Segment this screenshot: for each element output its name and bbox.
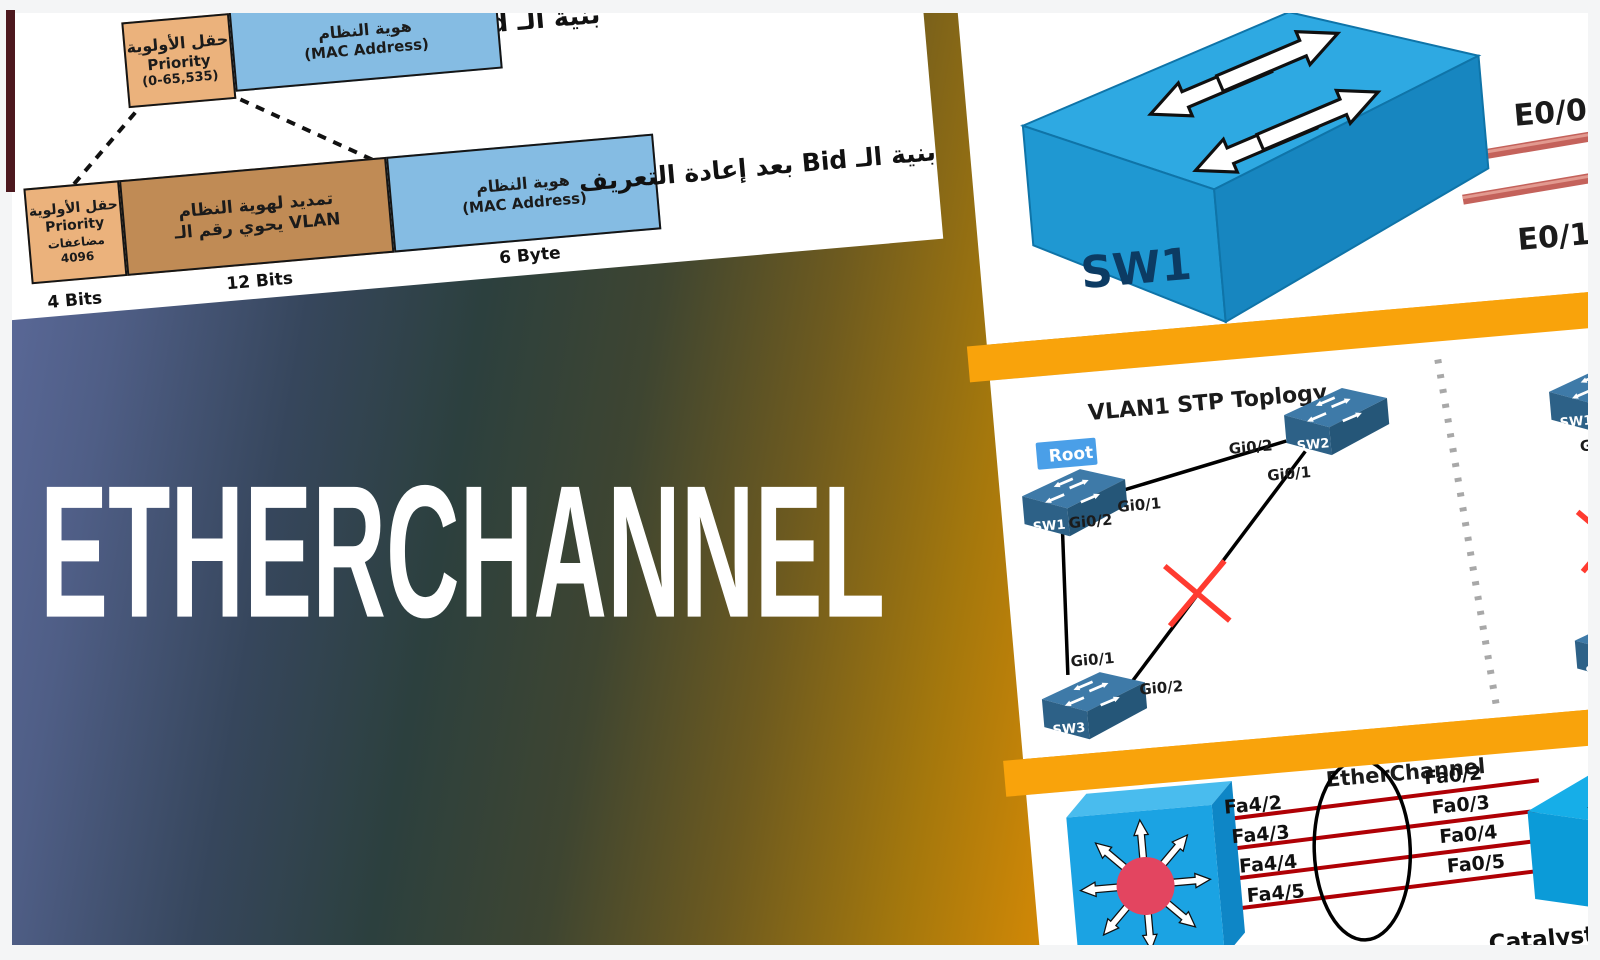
- stp-right-sw1-label: SW1: [1559, 413, 1588, 431]
- sw1-label: SW1: [1079, 239, 1194, 299]
- bid-dashed-lines: [46, 97, 382, 216]
- port-label: Gi0/2: [1068, 510, 1113, 532]
- stp-right-sw3-label: SW3: [1585, 662, 1588, 680]
- port-label: Fa0/4: [1438, 821, 1498, 848]
- thumbnail-canvas: بنية الـ Bid حقل الأولوية Priority (0-65…: [12, 13, 1588, 945]
- catalyst-caption: Catalyst 2950: [1488, 916, 1588, 945]
- blocked-port-x-icon: [1578, 507, 1588, 572]
- multilayer-switch-icon: [1066, 781, 1245, 945]
- port-label: Gi0/2: [1579, 434, 1588, 456]
- dotted-divider: [1434, 358, 1500, 705]
- stp-sw1-label: SW1: [1032, 518, 1066, 536]
- port-label: Fa4/5: [1246, 880, 1306, 907]
- port-label: Fa4/2: [1223, 792, 1283, 819]
- etherchannel-links: [1214, 778, 1547, 913]
- port-label: Fa4/3: [1231, 821, 1291, 848]
- port-label: Gi0/1: [1070, 649, 1115, 671]
- maroon-edge-accent: [6, 10, 15, 192]
- etherchannel-panel: EtherChannel: [1026, 734, 1588, 945]
- bid-structure-panel: بنية الـ Bid حقل الأولوية Priority (0-65…: [12, 13, 944, 322]
- big-title-text: ETHERCHANNEL: [40, 448, 885, 654]
- switch-icon: [1020, 13, 1490, 324]
- stp-sw3-label: SW3: [1052, 721, 1086, 739]
- link-e0-1: [1462, 157, 1588, 205]
- right-column: SW1 E0/0 E0/1 VLAN1 STP Toplogy Root SW1: [932, 13, 1588, 945]
- stp-diagram: VLAN1 STP Toplogy Root SW1 SW2 SW3 Gi0/1: [990, 358, 1588, 760]
- mls-center-dot: [1116, 856, 1175, 915]
- catalyst-switch-icon: [1527, 764, 1588, 918]
- port-label: Gi0/1: [1266, 463, 1311, 485]
- port-label: Gi0/1: [1117, 494, 1162, 516]
- port-label: Fa4/4: [1238, 851, 1298, 878]
- port-e0-0-label: E0/0: [1512, 93, 1588, 134]
- stp-sw2-label: SW2: [1296, 436, 1330, 454]
- port-label: Gi0/2: [1228, 436, 1273, 458]
- etherchannel-diagram: EtherChannel: [1066, 754, 1588, 945]
- priority-field-expanded-box: حقل الأولوية Priority مضاعفات 4096: [23, 180, 128, 285]
- port-label: Fa0/5: [1446, 851, 1506, 878]
- link-e0-0: [1466, 116, 1588, 163]
- blocked-port-x-icon: [1165, 561, 1230, 626]
- port-label: Gi0/2: [1139, 677, 1184, 699]
- port-e0-1-label: E0/1: [1516, 217, 1588, 258]
- port-label: Fa0/3: [1431, 792, 1491, 819]
- root-badge: [1035, 437, 1098, 470]
- big-title: ETHERCHANNEL: [40, 448, 885, 654]
- sw1-diagram: SW1 E0/0 E0/1: [1020, 13, 1588, 324]
- port-label: Fa0/2: [1423, 762, 1483, 789]
- stp-topology-panel: VLAN1 STP Toplogy Root SW1 SW2 SW3 Gi0/1: [989, 319, 1588, 760]
- sw1-etherchannel-panel: SW1 E0/0 E0/1: [951, 13, 1588, 345]
- root-badge-label: Root: [1048, 443, 1094, 467]
